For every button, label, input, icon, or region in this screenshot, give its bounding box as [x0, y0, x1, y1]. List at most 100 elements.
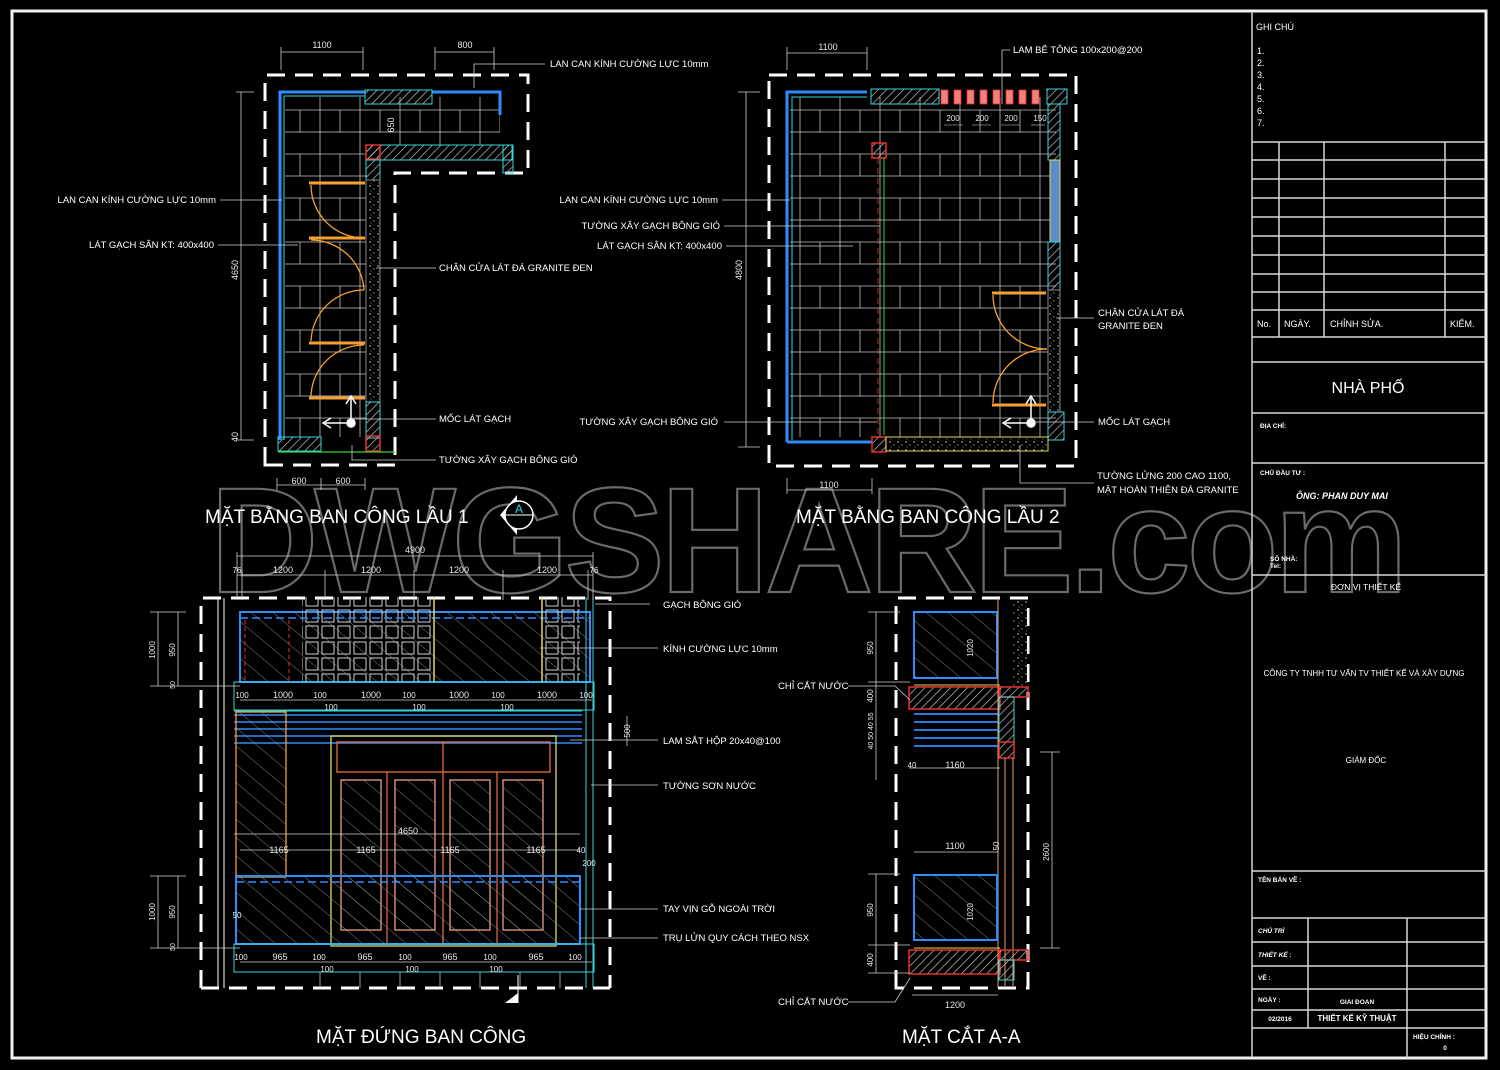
elevation-balcony: 4900 76 1200 1200 1200 1200 76 100 1000 …	[148, 545, 810, 1048]
svg-text:GIÁM ĐỐC: GIÁM ĐỐC	[1346, 755, 1387, 765]
svg-text:HIỆU CHỈNH :: HIỆU CHỈNH :	[1413, 1032, 1455, 1041]
svg-text:50: 50	[170, 943, 177, 951]
svg-text:100: 100	[579, 691, 593, 700]
svg-text:1020: 1020	[966, 639, 975, 657]
svg-text:TƯỜNG XÂY GẠCH BÔNG GIÓ: TƯỜNG XÂY GẠCH BÔNG GIÓ	[579, 417, 718, 428]
svg-text:965: 965	[357, 952, 372, 962]
svg-text:4650: 4650	[398, 826, 418, 836]
svg-text:1200: 1200	[537, 565, 557, 575]
svg-text:76: 76	[233, 566, 242, 575]
svg-text:950: 950	[866, 641, 875, 655]
svg-text:40: 40	[908, 761, 917, 770]
svg-text:LAN CAN KÍNH CƯỜNG LỰC 10mm: LAN CAN KÍNH CƯỜNG LỰC 10mm	[550, 59, 709, 70]
svg-text:A: A	[515, 502, 523, 516]
svg-text:LAM BÊ TÔNG 100x200@200: LAM BÊ TÔNG 100x200@200	[1013, 45, 1142, 56]
svg-text:4900: 4900	[405, 545, 425, 555]
svg-text:1100: 1100	[818, 42, 837, 52]
section-a-a: 950 400 40 50 40 55 1020 40 1160 1100 50…	[778, 596, 1060, 1048]
svg-text:40: 40	[230, 432, 240, 442]
svg-text:400: 400	[866, 953, 875, 967]
svg-text:965: 965	[272, 952, 287, 962]
svg-text:KÍNH CƯỜNG LỰC 10mm: KÍNH CƯỜNG LỰC 10mm	[663, 644, 778, 655]
svg-text:7.: 7.	[1257, 118, 1265, 128]
svg-text:VẼ :: VẼ :	[1258, 973, 1271, 982]
svg-text:1000: 1000	[449, 690, 469, 700]
svg-text:1200: 1200	[361, 565, 381, 575]
svg-text:1000: 1000	[148, 641, 157, 659]
svg-text:100: 100	[312, 953, 326, 962]
svg-text:150: 150	[1033, 114, 1047, 123]
svg-text:100: 100	[405, 965, 419, 974]
svg-text:2.: 2.	[1257, 58, 1265, 68]
svg-text:CHỦ ĐẦU TƯ :: CHỦ ĐẦU TƯ :	[1260, 467, 1305, 477]
svg-text:TAY VỊN GỖ NGOÀI TRỜI: TAY VỊN GỖ NGOÀI TRỜI	[663, 903, 775, 915]
svg-text:GẠCH BÔNG GIÓ: GẠCH BÔNG GIÓ	[663, 600, 741, 611]
svg-text:1160: 1160	[945, 760, 964, 770]
svg-text:4.: 4.	[1257, 82, 1265, 92]
svg-text:1165: 1165	[269, 845, 288, 855]
svg-text:CÔNG TY TNHH TƯ VẤN TV THIẾT K: CÔNG TY TNHH TƯ VẤN TV THIẾT KẾ VÀ XÂY D…	[1264, 668, 1465, 678]
svg-text:1165: 1165	[440, 845, 459, 855]
svg-text:200: 200	[1004, 114, 1018, 123]
svg-text:100: 100	[235, 691, 249, 700]
svg-text:1000: 1000	[148, 903, 157, 921]
svg-text:TƯỜNG LỬNG 200 CAO 1100,: TƯỜNG LỬNG 200 CAO 1100,	[1097, 470, 1231, 482]
svg-text:100: 100	[324, 703, 338, 712]
svg-text:ÔNG: PHAN DUY MAI: ÔNG: PHAN DUY MAI	[1296, 490, 1388, 501]
svg-text:LAN CAN KÍNH CƯỜNG LỰC 10mm: LAN CAN KÍNH CƯỜNG LỰC 10mm	[560, 195, 719, 206]
svg-text:LÁT GẠCH SÂN KT: 400x400: LÁT GẠCH SÂN KT: 400x400	[89, 240, 214, 251]
svg-text:100: 100	[320, 965, 334, 974]
svg-text:TƯỜNG SƠN NƯỚC: TƯỜNG SƠN NƯỚC	[663, 781, 756, 792]
svg-text:1100: 1100	[945, 841, 964, 851]
svg-text:02/2016: 02/2016	[1268, 1016, 1292, 1023]
svg-text:ĐƠN VỊ THIẾT KẾ: ĐƠN VỊ THIẾT KẾ	[1331, 582, 1402, 592]
svg-text:650: 650	[386, 117, 396, 132]
title-block-text: GHI CHÚ 1. 2. 3. 4. 5. 6. 7. No. NGÀY. C…	[1256, 22, 1475, 1052]
svg-text:100: 100	[412, 703, 426, 712]
svg-text:TÊN BẢN VẼ :: TÊN BẢN VẼ :	[1258, 875, 1301, 884]
svg-text:950: 950	[168, 643, 177, 657]
svg-text:50: 50	[170, 681, 177, 689]
svg-text:200: 200	[975, 114, 989, 123]
svg-text:600: 600	[335, 476, 350, 486]
svg-text:100: 100	[483, 953, 497, 962]
svg-text:500: 500	[623, 724, 632, 738]
svg-text:1.: 1.	[1257, 46, 1265, 56]
svg-text:1000: 1000	[537, 690, 557, 700]
section-aa-title: MẶT CẮT A-A	[902, 1026, 1021, 1048]
svg-text:Tel:: Tel:	[1270, 563, 1281, 570]
svg-text:ĐỊA CHỈ:: ĐỊA CHỈ:	[1260, 421, 1286, 430]
svg-text:NGÀY :: NGÀY :	[1258, 995, 1281, 1004]
svg-text:CHÂN CỬA LÁT ĐÁ GRANITE ĐEN: CHÂN CỬA LÁT ĐÁ GRANITE ĐEN	[439, 262, 593, 274]
svg-text:2600: 2600	[1042, 843, 1051, 861]
svg-text:KIỂM.: KIỂM.	[1450, 318, 1475, 329]
svg-text:NGÀY.: NGÀY.	[1284, 319, 1311, 329]
plan-floor-1: 1100 800 4650 650 40 600 600 LAN CAN KÍN…	[58, 40, 709, 528]
svg-text:40: 40	[577, 846, 586, 855]
svg-text:100: 100	[398, 953, 412, 962]
svg-text:LAM SẮT HỘP 20x40@100: LAM SẮT HỘP 20x40@100	[663, 736, 781, 747]
svg-text:100: 100	[489, 965, 503, 974]
svg-text:40 50 40 55: 40 50 40 55	[868, 712, 875, 749]
svg-text:6.: 6.	[1257, 106, 1265, 116]
svg-text:1200: 1200	[945, 1000, 965, 1010]
svg-text:600: 600	[291, 476, 306, 486]
svg-text:SỐ NHÀ:: SỐ NHÀ:	[1270, 553, 1297, 563]
svg-text:1200: 1200	[449, 565, 469, 575]
svg-text:100: 100	[313, 691, 327, 700]
svg-text:3.: 3.	[1257, 70, 1265, 80]
svg-text:100: 100	[568, 953, 582, 962]
svg-text:100: 100	[234, 953, 248, 962]
svg-text:TƯỜNG XÂY GẠCH BÔNG GIÓ: TƯỜNG XÂY GẠCH BÔNG GIÓ	[581, 221, 720, 232]
svg-text:TƯỜNG XÂY GẠCH BÔNG GIÓ: TƯỜNG XÂY GẠCH BÔNG GIÓ	[439, 455, 578, 466]
svg-text:76: 76	[590, 566, 599, 575]
svg-text:965: 965	[442, 952, 457, 962]
svg-text:NHÀ PHỐ: NHÀ PHỐ	[1332, 377, 1405, 397]
svg-text:950: 950	[866, 903, 875, 917]
svg-text:400: 400	[866, 689, 875, 703]
svg-text:100: 100	[491, 691, 505, 700]
plan-floor-2: 200 200 200 150 1100 4800 1100 LAM BÊ TÔ…	[560, 42, 1239, 528]
svg-text:TRỤ LỬN QUY CÁCH THEO NSX: TRỤ LỬN QUY CÁCH THEO NSX	[663, 932, 810, 944]
title-block	[1251, 11, 1486, 1058]
